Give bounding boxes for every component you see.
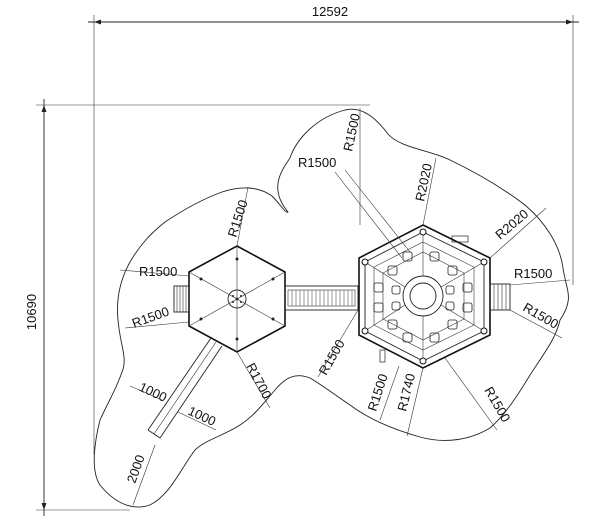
overall-height-dimension: 10690 xyxy=(24,99,370,516)
radius-label-bridge-bottom: R1500 xyxy=(316,337,348,378)
radius-leaders xyxy=(119,108,571,506)
left-steps xyxy=(173,285,190,313)
radius-label-right-bottom-1: R1500 xyxy=(365,372,391,413)
slide-width-label-1: 1000 xyxy=(137,379,170,405)
radius-label-left-tower-top: R1500 xyxy=(225,198,251,239)
safety-zone-outline xyxy=(93,108,569,508)
overall-height-label: 10690 xyxy=(24,294,39,330)
radius-label-right-bottom-3: R1500 xyxy=(481,384,513,425)
overall-width-label: 12592 xyxy=(312,4,348,19)
slide-length-label: 2000 xyxy=(124,453,148,485)
slide xyxy=(147,337,223,439)
left-tower-roof xyxy=(188,245,286,353)
bridge xyxy=(284,285,359,311)
right-net-tower xyxy=(358,224,491,369)
radius-label-r2020-b: R2020 xyxy=(492,206,531,242)
overall-width-dimension: 12592 xyxy=(88,4,579,455)
radius-label-left-bottom: R1700 xyxy=(243,360,274,401)
radius-label-right-top-vertical: R1500 xyxy=(340,112,363,153)
radius-label-left-upper: R1500 xyxy=(139,264,177,279)
radius-label-right-top-leader: R1500 xyxy=(298,155,336,170)
radius-label-right-upper: R1500 xyxy=(514,266,552,281)
radius-label-right-bottom-2: R1740 xyxy=(394,372,418,413)
slide-dimension-labels: 1000 1000 2000 xyxy=(124,379,219,485)
right-steps xyxy=(489,283,511,311)
slide-width-label-2: 1000 xyxy=(186,403,219,429)
radius-label-left-lower: R1500 xyxy=(130,304,171,331)
